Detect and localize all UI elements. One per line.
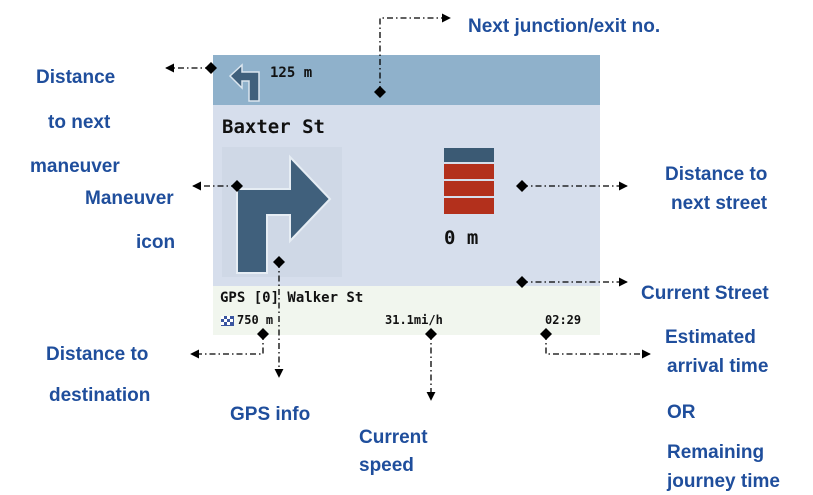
- label-distance-next-street-1: Distance to: [665, 164, 768, 185]
- top-distance: 125 m: [270, 65, 313, 81]
- navigation-screen: 125 m Baxter St 0 m GPS [0] Walker St 75…: [213, 55, 600, 335]
- distance-to-street: 0 m: [444, 227, 479, 249]
- main-area: Baxter St 0 m: [213, 105, 600, 286]
- label-distance-next-maneuver-2: to next: [48, 112, 111, 133]
- destination-distance: 750 m: [237, 313, 274, 327]
- label-remaining-2: journey time: [667, 471, 780, 492]
- label-maneuver-icon-2: icon: [136, 232, 176, 253]
- gps-line: GPS [0] Walker St: [220, 290, 364, 306]
- current-speed-value: 31.1mi/h: [385, 313, 443, 327]
- label-eta-1: Estimated: [665, 327, 756, 348]
- turn-right-arrow-icon: [222, 147, 342, 277]
- label-gps-info: GPS info: [230, 404, 311, 425]
- label-current-speed-2: speed: [359, 455, 414, 476]
- street-name: Baxter St: [222, 116, 325, 138]
- label-distance-next-maneuver-1: Distance: [36, 67, 116, 88]
- label-eta-2: arrival time: [667, 356, 769, 377]
- turn-left-arrow-icon: [228, 63, 260, 102]
- label-distance-next-street-2: next street: [671, 193, 768, 214]
- label-distance-destination-2: destination: [49, 385, 151, 406]
- label-remaining-1: Remaining: [667, 442, 765, 463]
- checkered-flag-icon: [221, 316, 234, 326]
- label-distance-destination-1: Distance to: [46, 344, 149, 365]
- time-value: 02:29: [545, 313, 582, 327]
- label-distance-next-maneuver-3: maneuver: [30, 156, 120, 177]
- label-or: OR: [667, 402, 696, 423]
- label-next-junction: Next junction/exit no.: [468, 16, 661, 37]
- bottom-bar: GPS [0] Walker St 750 m 31.1mi/h 02:29: [213, 286, 600, 335]
- distance-bar-icon: [444, 148, 494, 214]
- label-current-street: Current Street: [641, 283, 769, 304]
- label-maneuver-icon-1: Maneuver: [85, 188, 174, 209]
- label-current-speed-1: Current: [359, 427, 428, 448]
- top-bar: 125 m: [213, 55, 600, 105]
